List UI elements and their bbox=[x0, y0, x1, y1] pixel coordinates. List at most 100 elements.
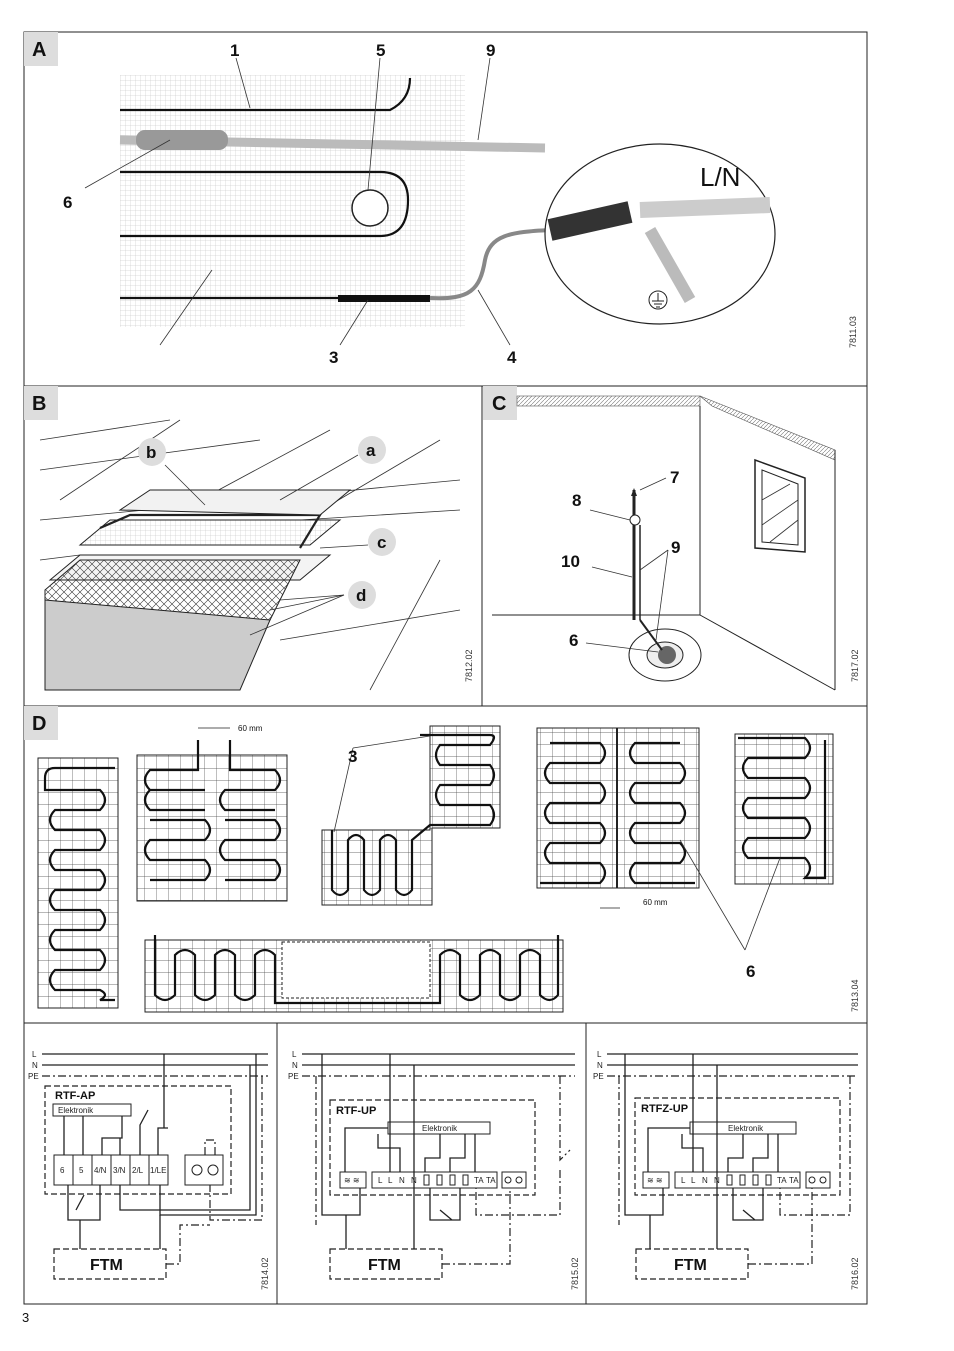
wiring-rtf-ap-panel: L N PE RTF-AP Elektronik 6 5 4/N 3/N 2/L… bbox=[28, 1050, 270, 1290]
layout-1-cable bbox=[43, 766, 115, 1002]
layout-2-mesh bbox=[136, 754, 288, 902]
figure-code-rtfz-up: 7816.02 bbox=[850, 1257, 860, 1290]
cable-connection-sleeve bbox=[338, 295, 430, 302]
svg-text:N: N bbox=[399, 1176, 405, 1185]
figure-code-d: 7813.04 bbox=[850, 979, 860, 1012]
rtfz-up-ftm-label: FTM bbox=[674, 1257, 707, 1274]
callout-8: 8 bbox=[572, 491, 581, 510]
rtf-ap-electronics: Elektronik bbox=[58, 1106, 94, 1115]
line-label-l-3: L bbox=[597, 1050, 602, 1059]
cable-detail-inset bbox=[544, 143, 776, 325]
rtfz-up-title: RTFZ-UP bbox=[641, 1103, 688, 1115]
layout-3-mesh bbox=[321, 725, 501, 906]
callout-b: b bbox=[146, 443, 156, 462]
wiring-rtfz-up-panel: L N PE RTFZ-UP Elektronik ≋ ≋ L L N N TA… bbox=[593, 1050, 860, 1290]
rtf-ap-enclosure bbox=[44, 1085, 232, 1195]
svg-text:TA: TA bbox=[486, 1176, 496, 1185]
line-label-pe-1: PE bbox=[28, 1072, 39, 1081]
rtf-up-enclosure bbox=[329, 1099, 536, 1196]
callout-a: a bbox=[366, 441, 376, 460]
layout-3-cable bbox=[330, 733, 496, 897]
callout-3: 3 bbox=[329, 348, 338, 367]
outer-frame bbox=[23, 31, 868, 1305]
figure-code-rtf-up: 7815.02 bbox=[570, 1257, 580, 1290]
svg-text:3/N: 3/N bbox=[113, 1166, 126, 1175]
section-a-label: A bbox=[32, 39, 46, 61]
line-label-l-2: L bbox=[292, 1050, 297, 1059]
rtf-up-ftm-label: FTM bbox=[368, 1257, 401, 1274]
line-label-n-3: N bbox=[597, 1061, 603, 1070]
section-d-label: D bbox=[32, 713, 46, 735]
layout-5-mesh bbox=[734, 733, 834, 885]
line-label-n-1: N bbox=[32, 1061, 38, 1070]
heating-mat-mesh bbox=[120, 75, 465, 327]
layout-6-cutout bbox=[281, 941, 431, 999]
connection-lead-cable bbox=[429, 228, 551, 301]
svg-text:TA: TA bbox=[474, 1176, 484, 1185]
svg-text:L: L bbox=[388, 1176, 393, 1185]
page-number: 3 bbox=[22, 1310, 29, 1325]
figure-code-rtf-ap: 7814.02 bbox=[260, 1257, 270, 1290]
callout-9: 9 bbox=[486, 41, 495, 60]
section-b-panel: B b a bbox=[24, 386, 474, 691]
wiring-rtf-up-panel: L N PE RTF-UP Elektronik ≋ ≋ L L N N TA … bbox=[288, 1050, 580, 1290]
callout-9-c: 9 bbox=[671, 538, 680, 557]
section-c-panel: C 7 8 9 10 6 7817.02 bbox=[483, 386, 860, 691]
inset-ln-label: L/N bbox=[700, 162, 740, 192]
line-label-l-1: L bbox=[32, 1050, 37, 1059]
callout-3-d: 3 bbox=[348, 747, 357, 766]
rtfz-up-electronics: Elektronik bbox=[728, 1124, 764, 1133]
layout-2-cable-right bbox=[218, 740, 282, 812]
svg-text:TA: TA bbox=[777, 1176, 787, 1185]
section-c-label: C bbox=[492, 393, 506, 415]
svg-text:≋ ≋: ≋ ≋ bbox=[647, 1176, 663, 1185]
line-label-n-2: N bbox=[292, 1061, 298, 1070]
rtfz-up-enclosure bbox=[634, 1097, 841, 1196]
layout-5-cable bbox=[738, 736, 827, 880]
callout-5: 5 bbox=[376, 41, 385, 60]
line-label-pe-3: PE bbox=[593, 1072, 604, 1081]
dimension-60mm-bottom: 60 mm bbox=[643, 898, 668, 907]
ceiling-slab bbox=[516, 395, 701, 407]
callout-10: 10 bbox=[561, 552, 580, 571]
layout-2-cable-left bbox=[143, 740, 205, 812]
rtf-ap-ftm-label: FTM bbox=[90, 1257, 123, 1274]
callout-d: d bbox=[356, 586, 366, 605]
svg-text:4/N: 4/N bbox=[94, 1166, 107, 1175]
callout-1: 1 bbox=[230, 41, 239, 60]
rtf-up-terminal-strip bbox=[371, 1171, 498, 1189]
callout-c: c bbox=[377, 533, 386, 552]
svg-text:TA: TA bbox=[789, 1176, 799, 1185]
svg-text:2/L: 2/L bbox=[132, 1166, 144, 1175]
figure-code-a: 7811.03 bbox=[848, 316, 858, 348]
rtfz-up-terminal-strip bbox=[674, 1171, 801, 1189]
figure-code-b: 7812.02 bbox=[464, 649, 474, 682]
ground-symbol-icon bbox=[648, 290, 668, 310]
layout-4-cable-left bbox=[540, 741, 607, 885]
svg-text:5: 5 bbox=[79, 1166, 84, 1175]
floor-sensor bbox=[136, 130, 228, 150]
layout-6-cable bbox=[153, 935, 560, 1005]
section-a-panel: A L/N 1 5 9 6 3 bbox=[24, 32, 858, 367]
wall-box bbox=[629, 514, 641, 526]
svg-text:L: L bbox=[378, 1176, 383, 1185]
svg-text:L: L bbox=[691, 1176, 696, 1185]
section-b-label: B bbox=[32, 393, 46, 415]
line-label-pe-2: PE bbox=[288, 1072, 299, 1081]
svg-text:≋ ≋: ≋ ≋ bbox=[344, 1176, 360, 1185]
svg-text:L: L bbox=[681, 1176, 686, 1185]
callout-6-c: 6 bbox=[569, 631, 578, 650]
callout-7: 7 bbox=[670, 468, 679, 487]
rtf-up-electronics: Elektronik bbox=[422, 1124, 458, 1133]
svg-text:6: 6 bbox=[60, 1166, 65, 1175]
rtf-ap-terminals: 6 5 4/N 3/N 2/L 1/LE bbox=[60, 1155, 166, 1185]
dimension-60mm-top: 60 mm bbox=[238, 724, 263, 733]
cable-turn-point-circle bbox=[351, 189, 389, 227]
callout-4: 4 bbox=[507, 348, 517, 367]
window bbox=[754, 458, 806, 553]
heating-cable-run-2 bbox=[120, 170, 410, 238]
callout-6: 6 bbox=[63, 193, 72, 212]
section-d-panel: D 60 mm 3 60 mm 6 7813.04 bbox=[24, 706, 860, 1013]
svg-text:N: N bbox=[702, 1176, 708, 1185]
